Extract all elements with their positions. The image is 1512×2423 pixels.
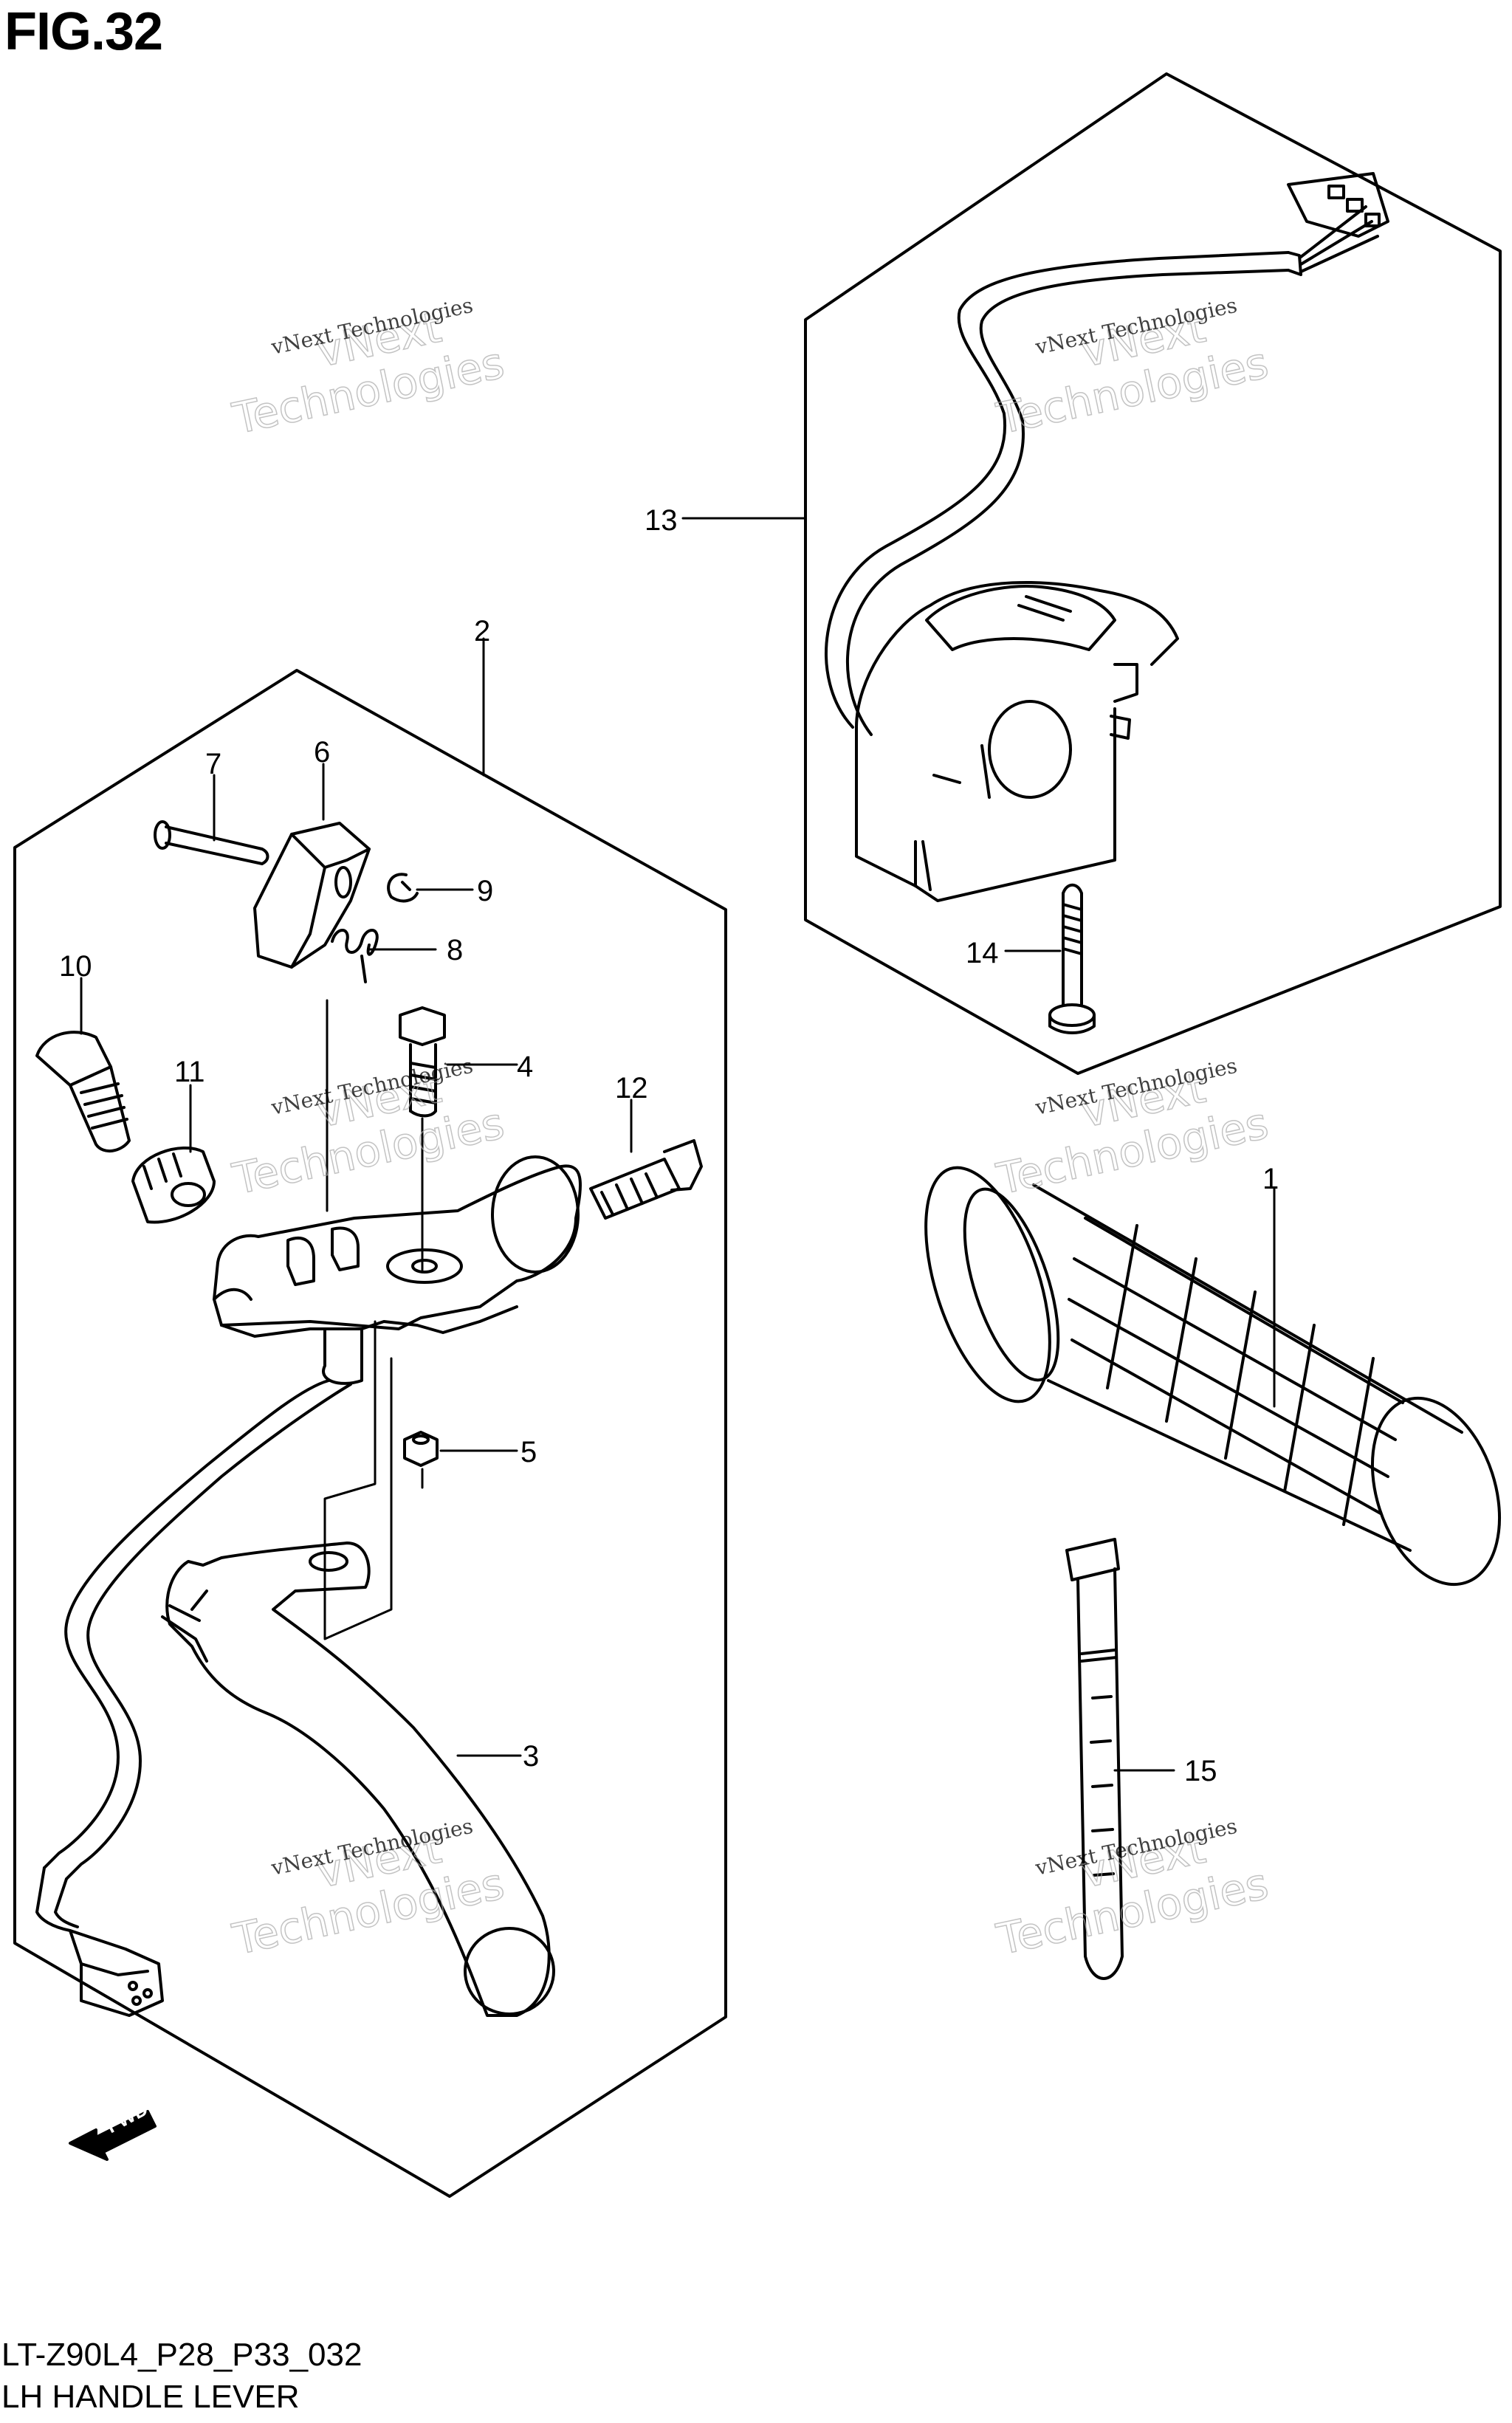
callout-3: 3: [523, 1740, 539, 1773]
callout-numbers: 1 2 3 4 5 6 7 8 9 10 11 12 13 14 15: [59, 504, 1279, 1787]
alignment-lines: [323, 999, 424, 1640]
switch-cable-drawing: [35, 1327, 363, 2017]
callout-1: 1: [1262, 1163, 1279, 1195]
figure-title: FIG.32: [4, 2, 163, 61]
lock-nut-drawing: [131, 1147, 216, 1224]
watermark-instance: vNext Technologies vNext Technologies: [992, 1814, 1273, 1965]
handlebar-switch-drawing: [825, 172, 1389, 902]
assembly-2-outline: [13, 669, 727, 2198]
forward-arrow-icon: [69, 2110, 157, 2161]
adjuster-drawing: [35, 1031, 131, 1152]
watermark-instance: vNext Technologies vNext Technologies: [227, 1054, 509, 1205]
grip-drawing: [924, 1166, 1502, 1587]
callout-13: 13: [645, 504, 678, 537]
watermark: vNext Technologies vNext Technologies vN…: [227, 293, 1273, 1965]
nut-drawing: [403, 1431, 439, 1467]
pin-drawing: [154, 820, 269, 865]
spring-drawing: [331, 929, 379, 983]
bolt-drawing-4: [399, 1006, 446, 1118]
bolt-drawing-12: [589, 1139, 703, 1220]
watermark-instance: vNext Technologies vNext Technologies: [227, 293, 509, 444]
callout-6: 6: [314, 736, 330, 769]
holder-drawing: [253, 822, 371, 969]
callout-9: 9: [477, 875, 493, 907]
lever-drawing: [161, 1542, 555, 2017]
watermark-instance: vNext Technologies vNext Technologies: [992, 1054, 1273, 1205]
callout-10: 10: [59, 950, 92, 983]
callout-8: 8: [447, 934, 463, 966]
lever-bracket-drawing: [213, 1155, 582, 1338]
callout-2: 2: [474, 615, 490, 647]
e-ring-drawing: [387, 873, 419, 903]
callout-5: 5: [520, 1436, 537, 1468]
callout-11: 11: [174, 1056, 205, 1088]
figure-code: LT-Z90L4_P28_P33_032: [1, 2337, 362, 2373]
callout-15: 15: [1184, 1755, 1217, 1787]
callout-7: 7: [205, 748, 221, 780]
callout-4: 4: [517, 1051, 533, 1083]
callout-leaders: [80, 517, 1276, 1772]
screw-drawing: [1048, 883, 1096, 1034]
assembly-13-outline: [804, 72, 1502, 1075]
cable-clamp-drawing: [1065, 1538, 1124, 1980]
callout-14: 14: [966, 937, 999, 969]
callout-12: 12: [615, 1072, 648, 1104]
figure-caption: LH HANDLE LEVER: [1, 2379, 300, 2415]
watermark-instance: vNext Technologies vNext Technologies: [227, 1814, 509, 1965]
watermark-instance: vNext Technologies vNext Technologies: [992, 293, 1273, 444]
